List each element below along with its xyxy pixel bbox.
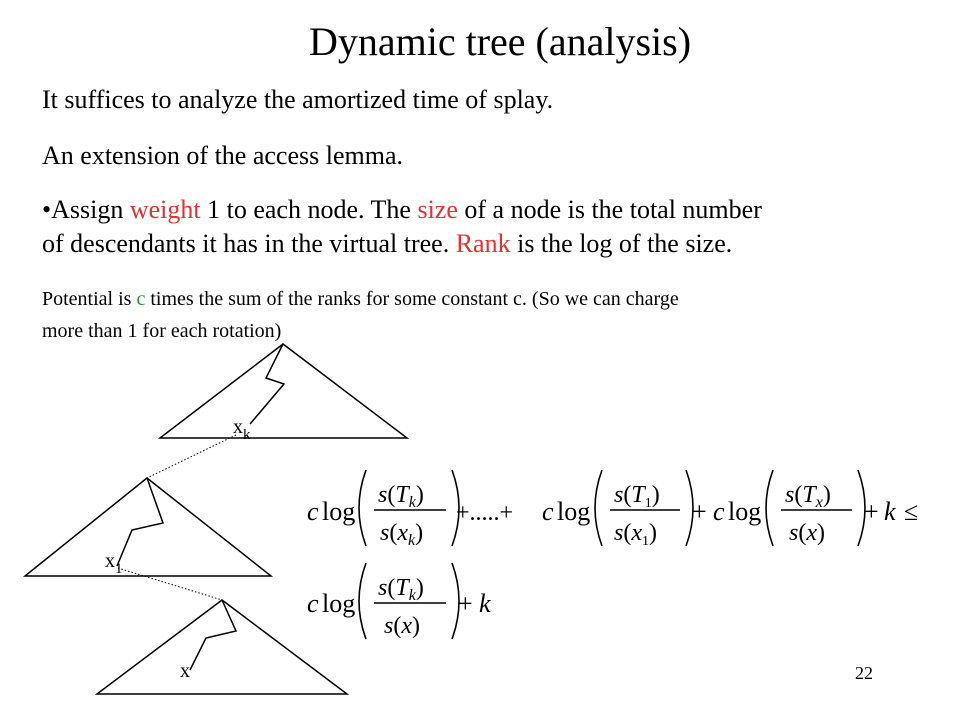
- potential-line-2: more than 1 for each rotation): [42, 320, 282, 342]
- text-line-splay: It suffices to analyze the amortized tim…: [42, 85, 554, 114]
- svg-text:≤: ≤: [904, 497, 918, 526]
- svg-text:log: log: [728, 497, 761, 526]
- slide-title: Dynamic tree (analysis): [308, 19, 692, 64]
- node-label-x1: x1: [105, 550, 123, 577]
- subtree-triangle-bottom: [94, 599, 350, 695]
- dotted-link-x1-to-bottom: [117, 567, 223, 601]
- svg-text:s(Tx): s(Tx): [785, 482, 831, 511]
- potential-text: times the sum of the ranks for some cons…: [145, 288, 679, 310]
- term-size: size: [417, 195, 458, 224]
- svg-text:+: +: [864, 497, 879, 526]
- svg-text:k: k: [479, 589, 491, 618]
- subtree-triangle-middle: [22, 477, 274, 577]
- svg-text:+: +: [458, 589, 473, 618]
- svg-text:s(x): s(x): [384, 613, 420, 639]
- svg-text:s(x1): s(x1): [614, 520, 657, 549]
- svg-text:c: c: [713, 497, 725, 526]
- path-to-x: [189, 599, 238, 671]
- path-to-xk: [249, 343, 286, 425]
- term-rank: Rank: [455, 229, 511, 258]
- subtree-triangle-top: [157, 343, 410, 439]
- term-weight: weight: [129, 195, 201, 224]
- equation-row-1: c log s(Tk) s(xk) +.....+ c log s(T1) s(…: [307, 469, 918, 549]
- bullet-text: 1 to each node. The: [200, 195, 418, 224]
- svg-text:log: log: [557, 497, 590, 526]
- bullet-text: of descendants it has in the virtual tre…: [42, 229, 456, 258]
- svg-text:c: c: [542, 497, 554, 526]
- node-label-x: x: [180, 660, 190, 682]
- svg-text:c: c: [307, 497, 319, 526]
- svg-text:s(xk): s(xk): [380, 520, 423, 549]
- text-line-access-lemma: An extension of the access lemma.: [42, 141, 403, 170]
- svg-text:s(T1): s(T1): [614, 482, 660, 511]
- svg-text:+.....+: +.....+: [456, 500, 513, 526]
- svg-text:k: k: [884, 497, 896, 526]
- svg-text:c: c: [307, 589, 319, 618]
- bullet-weight-size: •Assign weight 1 to each node. The size …: [42, 193, 762, 227]
- node-label-xk: xk: [233, 416, 251, 443]
- svg-text:log: log: [322, 497, 355, 526]
- svg-text:log: log: [322, 589, 355, 618]
- term-c: c: [136, 288, 146, 310]
- svg-text:+: +: [692, 497, 707, 526]
- page-number: 22: [855, 663, 873, 683]
- equation-row-2: c log s(Tk) s(x) + k: [307, 562, 491, 640]
- path-to-x1: [116, 477, 164, 567]
- potential-text: Potential is: [42, 288, 137, 310]
- potential-line: Potential is c times the sum of the rank…: [42, 285, 679, 313]
- svg-text:s(Tk): s(Tk): [378, 575, 424, 604]
- svg-text:s(Tk): s(Tk): [378, 482, 424, 511]
- bullet-text: is the log of the size.: [510, 229, 733, 258]
- dotted-link-xk-to-middle: [146, 434, 237, 479]
- svg-text:s(x): s(x): [789, 520, 825, 546]
- bullet-text: of a node is the total number: [457, 195, 762, 224]
- bullet-text: •Assign: [42, 195, 130, 224]
- bullet-rank: of descendants it has in the virtual tre…: [42, 227, 732, 261]
